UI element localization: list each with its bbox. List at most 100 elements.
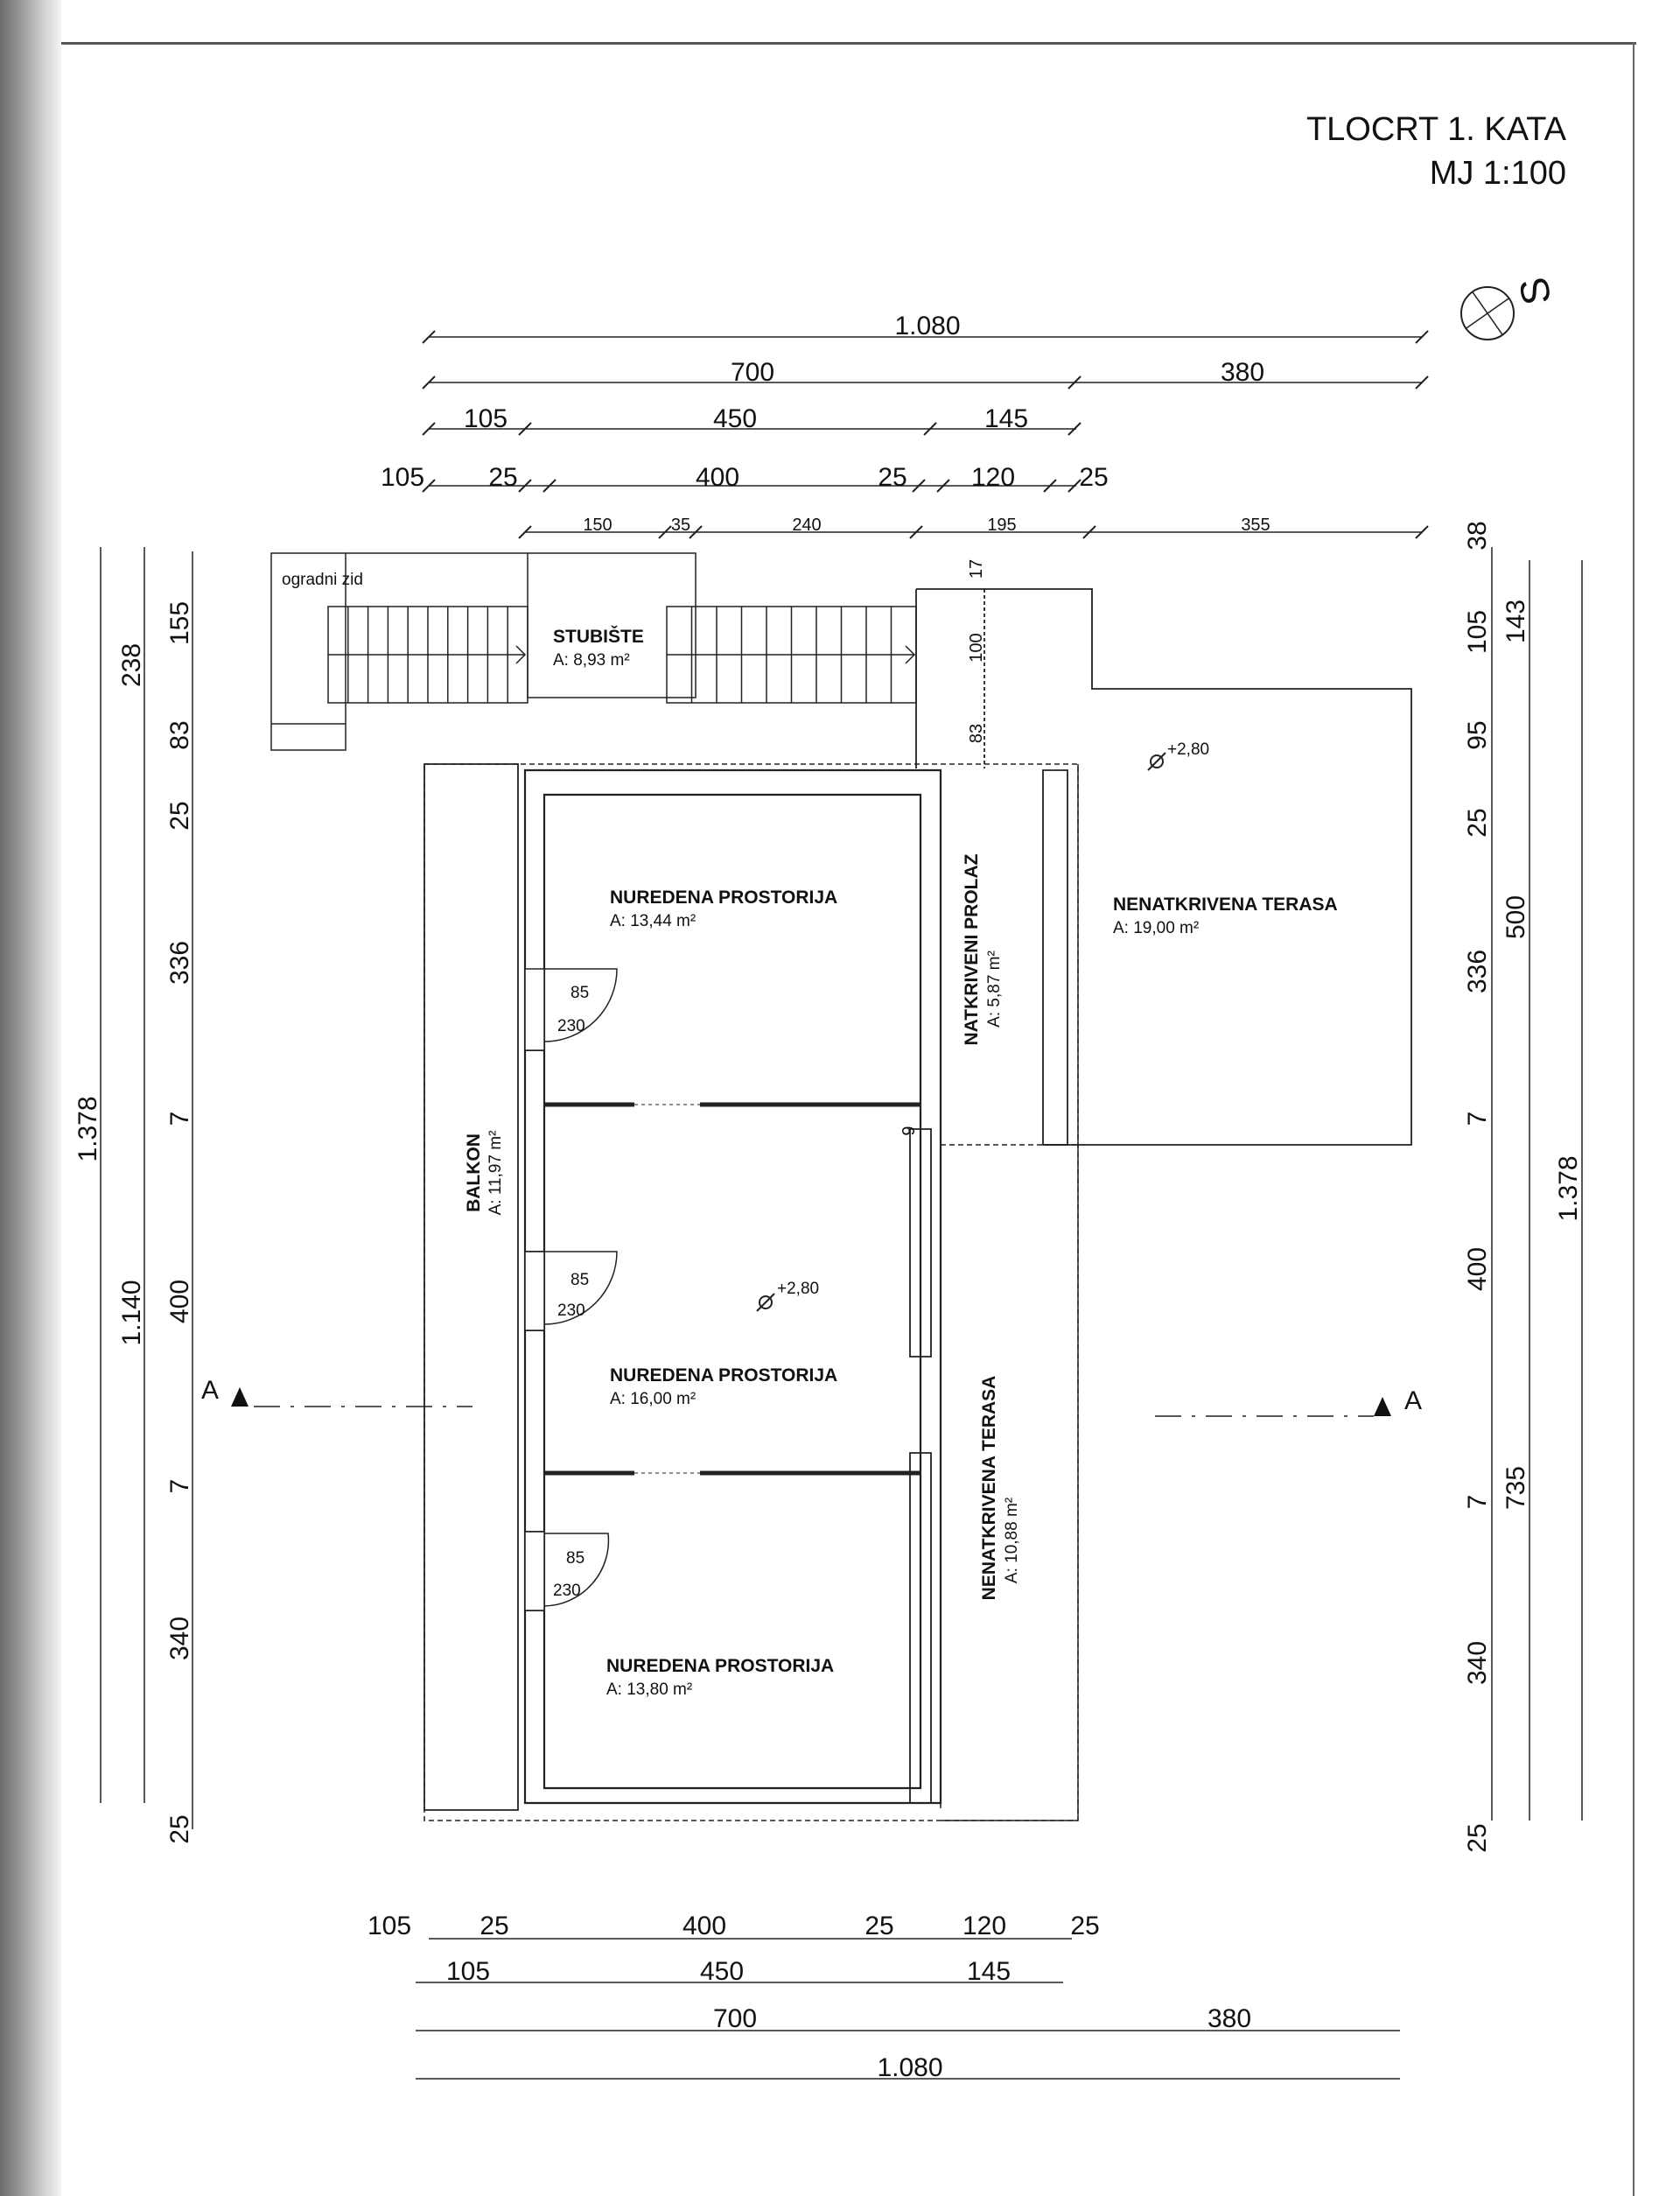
dim-bot-145: 145 — [967, 1957, 1011, 1986]
dimension-tick — [1044, 480, 1056, 492]
dimension-tick — [690, 526, 702, 538]
dim-right-143: 143 — [1502, 600, 1530, 643]
building-walls — [424, 764, 1078, 1821]
dim-right-7a: 7 — [1463, 1112, 1492, 1126]
dim-right-25b: 25 — [1463, 1823, 1492, 1852]
door2-height: 230 — [557, 1301, 585, 1320]
dim-right-38: 38 — [1463, 521, 1492, 550]
stair-dim-83: 83 — [967, 724, 986, 743]
dimension-tick — [423, 423, 435, 435]
dim-top-105b: 105 — [381, 463, 424, 492]
room2-name: NUREDENA PROSTORIJA — [610, 1365, 837, 1386]
section-marker-left-icon — [231, 1387, 248, 1407]
staircase — [271, 553, 916, 750]
dim-top-total: 1.080 — [894, 312, 960, 340]
dim-bot-450: 450 — [700, 1957, 744, 1986]
dimension-tick — [1068, 480, 1081, 492]
bottom-dimension-lines — [416, 1939, 1400, 2079]
room-stairwell-area: A: 8,93 m² — [553, 651, 630, 670]
dim-right-500: 500 — [1502, 895, 1530, 939]
dim-right-735: 735 — [1502, 1466, 1530, 1510]
dim-left-340: 340 — [165, 1617, 194, 1660]
dimension-tick — [1083, 526, 1096, 538]
stair-dim-100: 100 — [967, 633, 986, 662]
top-dimension-lines — [429, 337, 1422, 532]
dim-right-105: 105 — [1463, 610, 1492, 654]
dim-left-336: 336 — [165, 941, 194, 985]
dimension-tick — [423, 331, 435, 343]
left-dimension-lines — [101, 547, 192, 1829]
dim-bot-total: 1.080 — [877, 2053, 942, 2082]
room-terrace-top-area: A: 19,00 m² — [1113, 919, 1199, 937]
room1-name: NUREDENA PROSTORIJA — [610, 888, 837, 908]
dimension-tick — [519, 480, 531, 492]
door-group — [525, 969, 617, 1610]
fence-label: ogradni zid — [282, 571, 363, 589]
section-marker-right-icon — [1374, 1397, 1391, 1416]
plan-title: TLOCRT 1. KATA — [1306, 111, 1567, 148]
dim-right-25a: 25 — [1463, 808, 1492, 837]
room-terrace-bottom-area: A: 10,88 m² — [1003, 1498, 1021, 1583]
door3-height: 230 — [553, 1582, 581, 1600]
north-arrow-icon: S — [1460, 274, 1560, 340]
section-line — [254, 1407, 1374, 1416]
dim-top-240: 240 — [792, 516, 821, 535]
north-label: S — [1510, 274, 1560, 308]
door1-height: 230 — [557, 1017, 585, 1035]
dim-left-238: 238 — [117, 643, 146, 687]
dim-top-355: 355 — [1241, 516, 1270, 535]
dim-bot-120: 120 — [962, 1912, 1006, 1940]
dimension-tick — [659, 526, 671, 538]
plan-scale: MJ 1:100 — [1430, 155, 1566, 192]
dim-top-25c: 25 — [1079, 463, 1108, 492]
dimension-tick — [1416, 376, 1428, 389]
dim-right-total: 1.378 — [1554, 1155, 1583, 1221]
dim-left-25a: 25 — [165, 801, 194, 830]
dim-right-7b: 7 — [1463, 1495, 1492, 1510]
dim-right-336: 336 — [1463, 950, 1492, 993]
dimension-tick — [1416, 331, 1428, 343]
dim-left-83: 83 — [165, 720, 194, 749]
stair-dim-17: 17 — [967, 559, 986, 579]
section-label-right: A — [1404, 1386, 1422, 1415]
room-stairwell-name: STUBIŠTE — [553, 626, 644, 647]
level-marker-icon — [757, 1294, 774, 1311]
dim-left-25b: 25 — [165, 1814, 194, 1843]
room-passage-area: A: 5,87 m² — [985, 951, 1004, 1028]
dim-bot-400: 400 — [682, 1912, 726, 1940]
dimension-tick — [913, 480, 925, 492]
dim-left-155: 155 — [165, 601, 194, 645]
dim-top-105a: 105 — [464, 404, 508, 433]
dimension-tick — [910, 526, 922, 538]
dim-top-145: 145 — [984, 404, 1028, 433]
dim-bot-380: 380 — [1208, 2004, 1251, 2033]
dim-left-total: 1.378 — [74, 1096, 102, 1161]
right-dimension-lines — [1492, 547, 1582, 1821]
room-passage-name: NATKRIVENI PROLAZ — [962, 853, 982, 1045]
room-balcony-area: A: 11,97 m² — [486, 1131, 505, 1216]
dim-top-25a: 25 — [488, 463, 517, 492]
dim-top-450: 450 — [713, 404, 757, 433]
room2-area: A: 16,00 m² — [610, 1390, 696, 1408]
dimension-tick — [1068, 376, 1081, 389]
dim-left-1140: 1.140 — [117, 1280, 146, 1345]
section-label-left: A — [201, 1376, 219, 1405]
dim-top-380: 380 — [1221, 358, 1264, 387]
dim-left-400: 400 — [165, 1280, 194, 1323]
room-terrace-bottom-name: NENATKRIVENA TERASA — [979, 1376, 999, 1601]
dimension-tick — [543, 480, 556, 492]
dimension-tick — [519, 526, 531, 538]
small-dim-9: 9 — [900, 1126, 919, 1135]
room3-area: A: 13,80 m² — [606, 1680, 692, 1699]
dim-bot-105a: 105 — [368, 1912, 411, 1940]
dim-top-120: 120 — [971, 463, 1015, 492]
drawing-frame-top — [61, 42, 1636, 45]
dim-left-7a: 7 — [165, 1112, 194, 1126]
dim-top-35: 35 — [671, 516, 690, 535]
door3-width: 85 — [566, 1549, 584, 1568]
terrace-outline — [916, 589, 1411, 1145]
dim-right-95: 95 — [1463, 720, 1492, 749]
dim-left-7b: 7 — [165, 1479, 194, 1494]
room-terrace-top-name: NENATKRIVENA TERASA — [1113, 895, 1338, 915]
